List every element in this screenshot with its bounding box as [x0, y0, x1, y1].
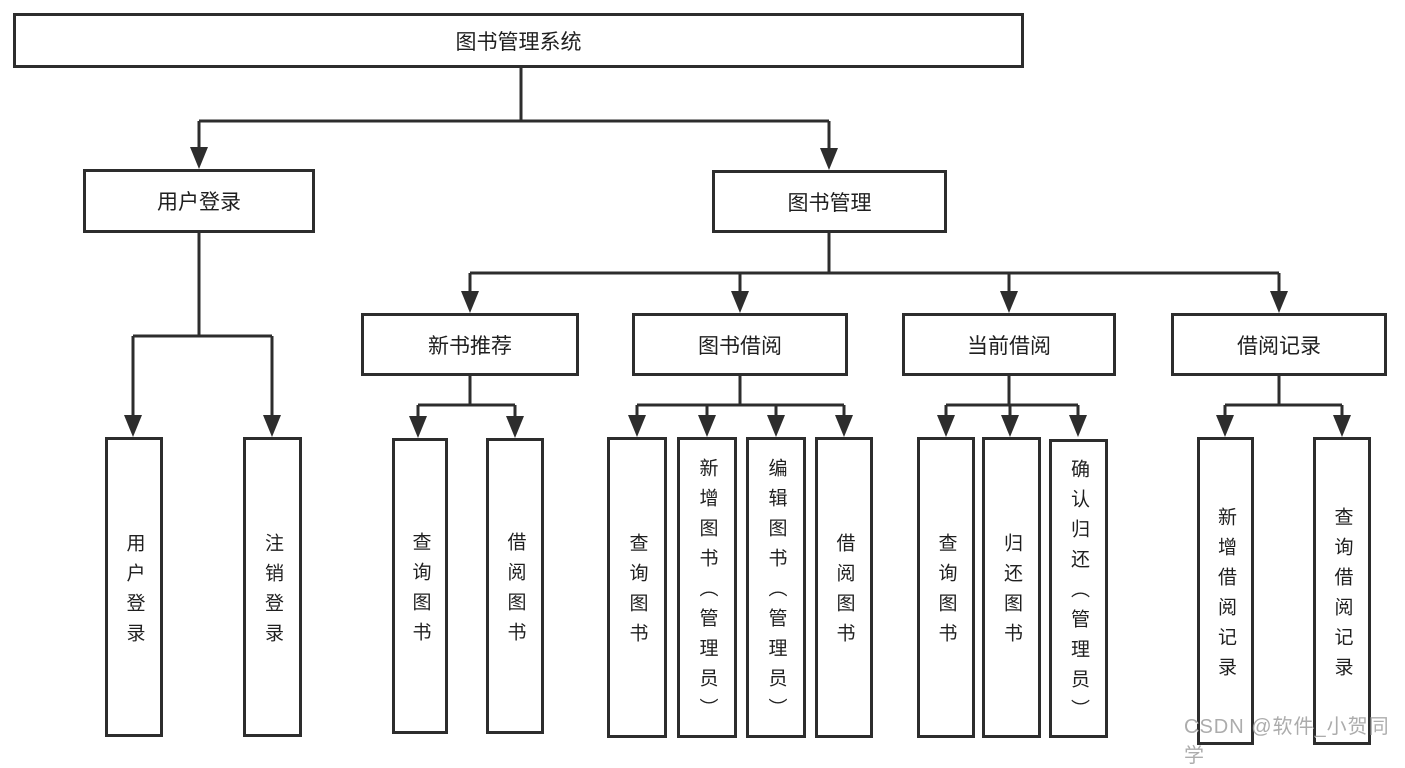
- leaf-query-books-current: 查询图书: [917, 437, 975, 738]
- node-current-borrow: 当前借阅: [902, 313, 1116, 376]
- connector-user-login-to-leaves: [124, 232, 281, 437]
- leaf-logout-login: 注销登录: [243, 437, 302, 737]
- node-borrow-records: 借阅记录: [1171, 313, 1387, 376]
- leaf-return-book: 归还图书: [982, 437, 1041, 738]
- node-book-management: 图书管理: [712, 170, 947, 233]
- connector-book-borrow-to-leaves: [628, 375, 853, 437]
- leaf-add-borrow-record: 新增借阅记录: [1197, 437, 1254, 745]
- connector-new-book-recommend-to-leaves: [409, 375, 524, 438]
- org-chart-diagram: 图书管理系统 用户登录 图书管理 新书推荐 图书借阅 当前借阅 借阅记录 用户登…: [13, 13, 1389, 767]
- connector-borrow-records-to-leaves: [1216, 375, 1351, 437]
- connector-current-borrow-to-leaves: [937, 375, 1087, 437]
- node-user-login: 用户登录: [83, 169, 315, 233]
- leaf-query-books-recommend: 查询图书: [392, 438, 448, 734]
- csdn-watermark: CSDN @软件_小贺同学: [1184, 716, 1390, 767]
- node-book-borrow: 图书借阅: [632, 313, 848, 376]
- connector-book-management-to-level3: [461, 232, 1288, 313]
- leaf-add-book-admin: 新增图书（管理员）: [677, 437, 737, 738]
- node-root-library-management-system: 图书管理系统: [13, 13, 1024, 68]
- node-new-book-recommend: 新书推荐: [361, 313, 579, 376]
- connector-root-to-level2: [190, 66, 838, 170]
- connector-layer: [124, 66, 1351, 438]
- leaf-borrow-books-recommend: 借阅图书: [486, 438, 544, 734]
- leaf-user-login: 用户登录: [105, 437, 163, 737]
- leaf-confirm-return-admin: 确认归还（管理员）: [1049, 439, 1108, 738]
- leaf-edit-book-admin: 编辑图书（管理员）: [746, 437, 806, 738]
- leaf-borrow-books: 借阅图书: [815, 437, 873, 738]
- leaf-query-borrow-record: 查询借阅记录: [1313, 437, 1371, 745]
- leaf-query-books-borrow: 查询图书: [607, 437, 667, 738]
